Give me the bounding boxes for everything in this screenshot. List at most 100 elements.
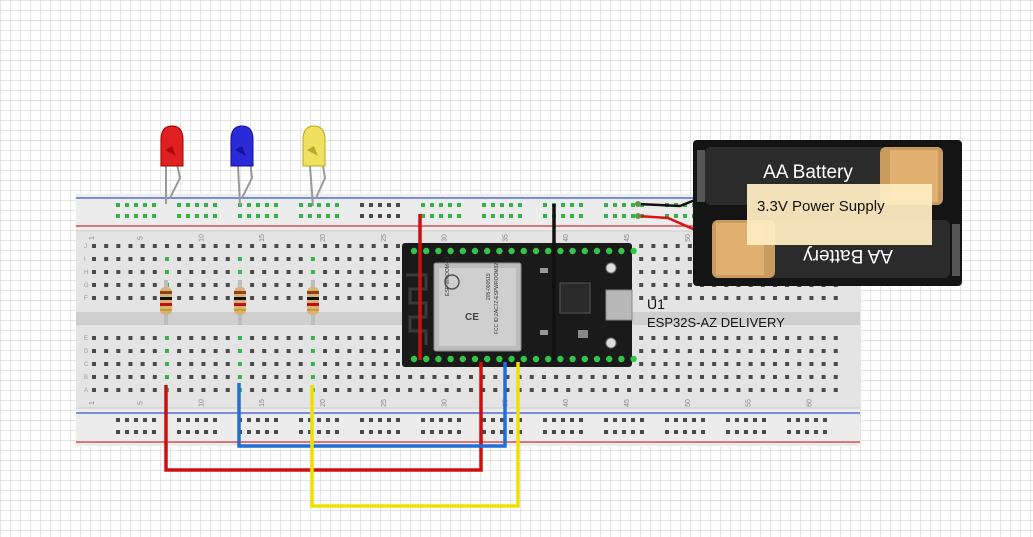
breadboard-hole[interactable]	[274, 362, 279, 366]
breadboard-hole[interactable]	[247, 430, 251, 434]
breadboard-hole[interactable]	[579, 214, 583, 218]
breadboard-hole[interactable]	[250, 257, 255, 261]
breadboard-hole[interactable]	[448, 203, 452, 207]
esp32-pin[interactable]	[496, 247, 503, 255]
breadboard-hole[interactable]	[298, 388, 303, 392]
breadboard-hole[interactable]	[274, 257, 279, 261]
breadboard-hole[interactable]	[189, 283, 194, 287]
breadboard-hole[interactable]	[237, 349, 242, 353]
breadboard-hole[interactable]	[213, 418, 217, 422]
breadboard-hole[interactable]	[579, 203, 583, 207]
breadboard-hole[interactable]	[128, 375, 133, 379]
breadboard-hole[interactable]	[262, 362, 267, 366]
breadboard-hole[interactable]	[104, 270, 109, 274]
breadboard-hole[interactable]	[225, 296, 230, 300]
breadboard-hole[interactable]	[566, 388, 571, 392]
breadboard-hole[interactable]	[833, 349, 838, 353]
breadboard-hole[interactable]	[308, 430, 312, 434]
breadboard-hole[interactable]	[432, 375, 437, 379]
breadboard-hole[interactable]	[326, 418, 330, 422]
breadboard-hole[interactable]	[687, 362, 692, 366]
breadboard-hole[interactable]	[225, 375, 230, 379]
breadboard-hole[interactable]	[371, 349, 376, 353]
breadboard-hole[interactable]	[748, 336, 753, 340]
breadboard-hole[interactable]	[387, 430, 391, 434]
breadboard-hole[interactable]	[735, 430, 739, 434]
breadboard-hole[interactable]	[639, 388, 644, 392]
breadboard-hole[interactable]	[335, 388, 340, 392]
breadboard-hole[interactable]	[663, 375, 668, 379]
breadboard-hole[interactable]	[383, 244, 388, 248]
esp32-pin[interactable]	[593, 247, 601, 255]
breadboard-hole[interactable]	[543, 203, 547, 207]
breadboard-hole[interactable]	[237, 244, 242, 248]
breadboard-hole[interactable]	[152, 244, 157, 248]
breadboard-hole[interactable]	[298, 349, 303, 353]
esp32-pin[interactable]	[410, 247, 418, 255]
breadboard-hole[interactable]	[186, 203, 190, 207]
breadboard-hole[interactable]	[787, 430, 791, 434]
breadboard-hole[interactable]	[821, 375, 826, 379]
breadboard-hole[interactable]	[201, 388, 206, 392]
breadboard-hole[interactable]	[274, 283, 279, 287]
breadboard-hole[interactable]	[274, 430, 278, 434]
breadboard-hole[interactable]	[687, 283, 692, 287]
breadboard-hole[interactable]	[195, 214, 199, 218]
breadboard-hole[interactable]	[396, 214, 400, 218]
breadboard-hole[interactable]	[213, 375, 218, 379]
breadboard-hole[interactable]	[421, 418, 425, 422]
breadboard-hole[interactable]	[250, 336, 255, 340]
breadboard-hole[interactable]	[396, 283, 400, 287]
breadboard-hole[interactable]	[299, 418, 303, 422]
breadboard-hole[interactable]	[335, 296, 340, 300]
breadboard-hole[interactable]	[359, 283, 364, 287]
breadboard-hole[interactable]	[152, 296, 157, 300]
breadboard-hole[interactable]	[675, 270, 680, 274]
breadboard-hole[interactable]	[712, 296, 717, 300]
breadboard-hole[interactable]	[772, 296, 777, 300]
esp32-pin[interactable]	[508, 355, 515, 363]
breadboard-hole[interactable]	[256, 203, 260, 207]
breadboard-hole[interactable]	[347, 270, 352, 274]
breadboard-hole[interactable]	[821, 388, 826, 392]
breadboard-hole[interactable]	[262, 283, 267, 287]
breadboard-hole[interactable]	[116, 244, 121, 248]
breadboard-hole[interactable]	[335, 283, 340, 287]
breadboard-hole[interactable]	[753, 430, 757, 434]
breadboard-hole[interactable]	[457, 214, 461, 218]
breadboard-hole[interactable]	[675, 362, 680, 366]
breadboard-hole[interactable]	[201, 244, 206, 248]
breadboard-hole[interactable]	[265, 203, 269, 207]
breadboard-hole[interactable]	[663, 362, 668, 366]
blue-wire[interactable]	[237, 362, 507, 448]
breadboard-hole[interactable]	[541, 388, 546, 392]
breadboard-hole[interactable]	[760, 362, 765, 366]
esp32-pin[interactable]	[557, 247, 564, 255]
led-red[interactable]	[160, 125, 184, 204]
breadboard-hole[interactable]	[762, 418, 766, 422]
breadboard-hole[interactable]	[396, 362, 400, 366]
breadboard-hole[interactable]	[805, 430, 809, 434]
breadboard-hole[interactable]	[164, 244, 169, 248]
breadboard-hole[interactable]	[500, 203, 504, 207]
esp32-pin[interactable]	[532, 355, 540, 363]
breadboard-hole[interactable]	[674, 418, 678, 422]
breadboard-hole[interactable]	[317, 203, 321, 207]
breadboard-hole[interactable]	[687, 349, 692, 353]
breadboard-hole[interactable]	[298, 244, 303, 248]
breadboard-hole[interactable]	[369, 214, 373, 218]
red-wire[interactable]	[164, 362, 483, 472]
breadboard-hole[interactable]	[164, 270, 169, 274]
breadboard-hole[interactable]	[396, 430, 400, 434]
breadboard-hole[interactable]	[378, 418, 382, 422]
breadboard-hole[interactable]	[164, 362, 169, 366]
breadboard-hole[interactable]	[383, 270, 388, 274]
breadboard-hole[interactable]	[195, 430, 199, 434]
breadboard-hole[interactable]	[700, 336, 704, 340]
breadboard-hole[interactable]	[360, 214, 364, 218]
breadboard-hole[interactable]	[104, 336, 109, 340]
breadboard-hole[interactable]	[481, 388, 486, 392]
breadboard-hole[interactable]	[186, 430, 190, 434]
breadboard-hole[interactable]	[639, 257, 644, 261]
breadboard-hole[interactable]	[116, 257, 121, 261]
